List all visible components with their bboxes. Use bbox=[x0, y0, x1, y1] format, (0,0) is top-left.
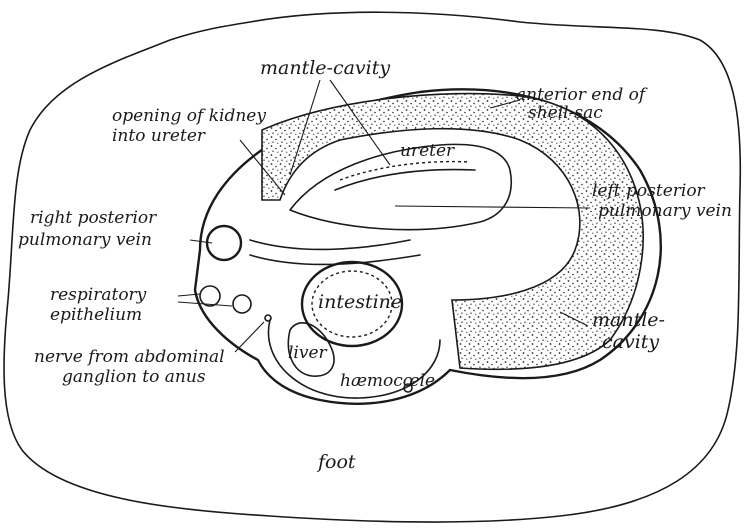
label-foot: foot bbox=[316, 451, 356, 473]
nerve-section bbox=[265, 315, 271, 321]
label-mantle-cavity-top: mantle-cavity bbox=[260, 57, 390, 79]
label-haemocoele: hæmocœle bbox=[340, 371, 435, 391]
label-nerve-1: nerve from abdominal bbox=[34, 347, 225, 367]
label-right-posterior-2: pulmonary vein bbox=[18, 230, 152, 250]
right-pulmonary-vein bbox=[207, 226, 241, 260]
shell-sac-tissue bbox=[262, 94, 643, 370]
label-left-posterior-1: left posterior bbox=[592, 181, 706, 201]
label-anterior-end-1: anterior end of bbox=[516, 85, 648, 105]
label-respiratory-2: epithelium bbox=[50, 305, 142, 325]
ureter-tube bbox=[340, 162, 470, 180]
label-liver: liver bbox=[288, 343, 328, 363]
label-anterior-end-2: shell-sac bbox=[528, 103, 603, 123]
label-opening-kidney-1: opening of kidney bbox=[112, 106, 266, 126]
label-mantle-cavity-right-1: mantle- bbox=[592, 309, 665, 331]
label-intestine: intestine bbox=[318, 291, 402, 313]
label-mantle-cavity-right-2: cavity bbox=[602, 331, 659, 353]
label-respiratory-1: respiratory bbox=[50, 285, 147, 305]
label-ureter: ureter bbox=[400, 141, 455, 161]
respiratory-epithelium-vessel-1 bbox=[200, 286, 220, 306]
leader-respiratory bbox=[178, 294, 232, 306]
pulmonary-channel bbox=[250, 240, 420, 264]
respiratory-epithelium-vessel-2 bbox=[233, 295, 251, 313]
label-nerve-2: ganglion to anus bbox=[62, 367, 206, 387]
ureter-wall bbox=[335, 170, 475, 190]
label-opening-kidney-2: into ureter bbox=[112, 126, 206, 146]
label-left-posterior-2: pulmonary vein bbox=[598, 201, 732, 221]
label-right-posterior-1: right posterior bbox=[30, 208, 157, 228]
leader-left-posterior bbox=[395, 206, 590, 208]
leader-nerve bbox=[235, 322, 264, 352]
